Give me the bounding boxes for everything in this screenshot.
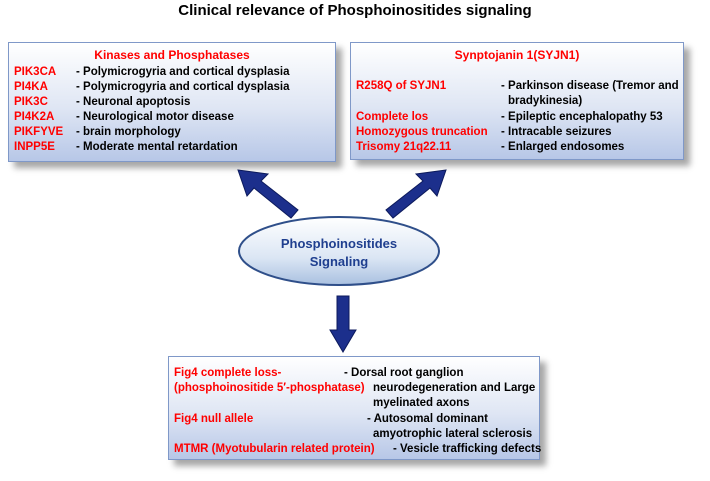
disease-label: - Moderate mental retardation (76, 141, 238, 153)
kinase-row: PI4KA - Polymicrogyria and cortical dysp… (14, 80, 289, 94)
disease-label: - Enlarged endosomes (501, 141, 625, 153)
phosphoinositides-signaling-node: Phosphoinositides Signaling (238, 216, 440, 286)
disease-label: myelinated axons (373, 397, 470, 409)
disease-label: bradykinesia) (508, 95, 583, 107)
disease-label: - Polymicrogyria and cortical dysplasia (76, 81, 290, 93)
disease-label: - Intracable seizures (501, 126, 612, 138)
disease-label: - Vesicle trafficking defects (393, 443, 542, 455)
gene-label: PIKFYVE (14, 126, 64, 138)
figure-title: Clinical relevance of Phosphoinositides … (178, 2, 532, 19)
synj-heading: Synptojanin 1(SYJN1) (454, 48, 580, 62)
disease-label: - Parkinson disease (Tremor and (501, 80, 679, 92)
gene-label: PI4KA (14, 81, 48, 93)
disease-label: - Neuronal apoptosis (76, 96, 191, 108)
gene-label: INPP5E (14, 141, 55, 153)
gene-label: Fig4 complete loss- (174, 367, 282, 379)
center-line-1: Phosphoinositides (281, 236, 397, 251)
kinase-row: PIKFYVE - brain morphology (14, 125, 181, 139)
disease-label: - Polymicrogyria and cortical dysplasia (76, 66, 290, 78)
kinase-row: PIK3C - Neuronal apoptosis (14, 95, 190, 109)
gene-label: PIK3C (14, 96, 48, 108)
disease-label: - Epileptic encephalopathy 53 (501, 111, 663, 123)
gene-label: Complete los (356, 111, 429, 123)
gene-label: PIK3CA (14, 66, 57, 78)
kinase-row: PIK3CA - Polymicrogyria and cortical dys… (14, 65, 289, 79)
disease-label: - brain morphology (76, 126, 181, 138)
disease-label: - Dorsal root ganglion (344, 367, 464, 379)
disease-label: - Neurological motor disease (76, 111, 234, 123)
kinase-row: INPP5E - Moderate mental retardation (14, 140, 238, 154)
synaptojanin-box: Synptojanin 1(SYJN1) R258Q of SYJN1 - Pa… (350, 42, 684, 160)
disease-label: neurodegeneration and Large (373, 382, 536, 394)
gene-label: MTMR (Myotubularin related protein) (174, 443, 375, 455)
gene-label: Homozygous truncation (356, 126, 488, 138)
kinase-row: PI4K2A - Neurological motor disease (14, 110, 234, 124)
gene-label: R258Q of SYJN1 (356, 80, 447, 92)
fig4-mtmr-box: Fig4 complete loss- - Dorsal root gangli… (168, 356, 542, 460)
gene-label: Trisomy 21q22.11 (356, 141, 452, 153)
arrow-to-kinases-icon (237, 169, 299, 219)
arrow-to-synaptojanin-icon (385, 169, 447, 219)
center-line-2: Signaling (310, 254, 369, 269)
kinases-heading: Kinases and Phosphatases (94, 48, 250, 62)
gene-label: (phosphoinositide 5′-phosphatase) (174, 382, 365, 394)
gene-label: Fig4 null allele (174, 413, 254, 425)
kinases-phosphatases-box: Kinases and Phosphatases PIK3CA - Polymi… (8, 42, 336, 162)
disease-label: amyotrophic lateral sclerosis (373, 428, 533, 440)
arrow-to-fig4-icon (329, 295, 357, 353)
disease-label: - Autosomal dominant (367, 413, 488, 425)
gene-label: PI4K2A (14, 111, 55, 123)
